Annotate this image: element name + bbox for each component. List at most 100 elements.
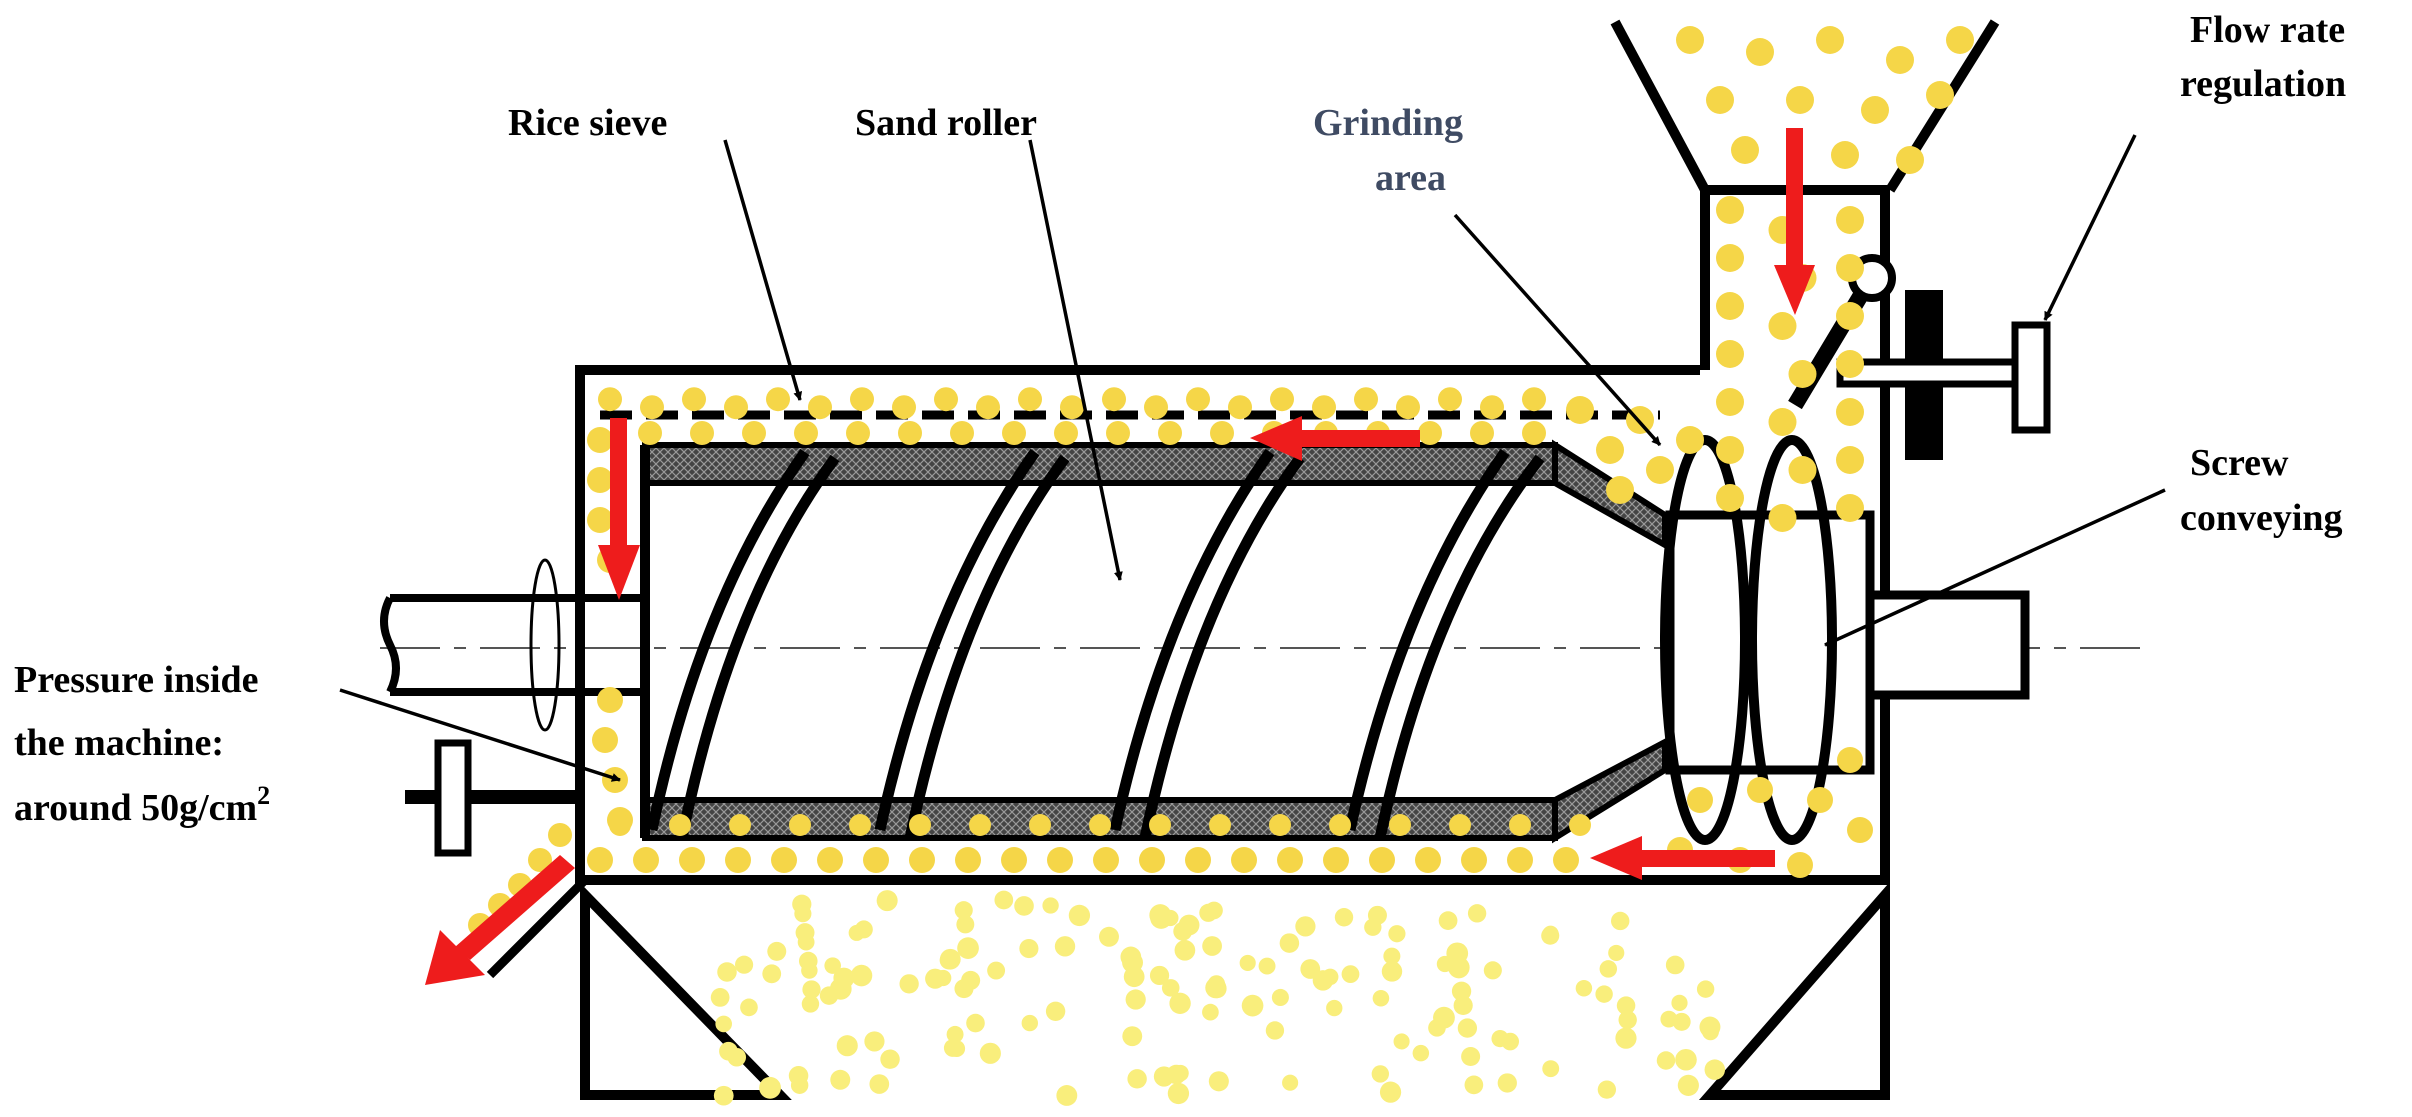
grain-particle bbox=[1896, 146, 1924, 174]
grain-particle bbox=[1149, 904, 1172, 927]
grain-particle bbox=[1381, 961, 1403, 982]
grain-particle bbox=[1483, 961, 1502, 980]
grain-particle bbox=[1127, 1069, 1147, 1089]
label-flow-rate-line1: Flow rate bbox=[2190, 9, 2345, 51]
grain-particle bbox=[1926, 81, 1954, 109]
grain-particle bbox=[1202, 936, 1222, 956]
grain-particle bbox=[1001, 847, 1027, 873]
grain-particle bbox=[819, 986, 839, 1005]
grain-particle bbox=[1208, 1071, 1229, 1092]
grain-particle bbox=[1282, 1074, 1299, 1091]
grain-particle bbox=[1507, 847, 1533, 873]
grain-particle bbox=[909, 847, 935, 873]
grain-particle bbox=[1836, 494, 1864, 522]
grain-particle bbox=[1542, 1060, 1560, 1078]
label-screw-line1: Screw bbox=[2190, 442, 2289, 484]
grain-particle bbox=[790, 1076, 809, 1094]
grain-particle bbox=[1656, 1051, 1676, 1070]
grain-particle bbox=[640, 395, 664, 420]
grain-particle bbox=[1169, 992, 1191, 1014]
grain-particle bbox=[1449, 814, 1471, 836]
grain-particle bbox=[969, 814, 991, 836]
label-pressure-line3: around 50g/cm2 bbox=[14, 781, 270, 829]
grain-particle bbox=[1836, 206, 1864, 234]
grain-particle bbox=[1616, 996, 1636, 1015]
grain-particle bbox=[987, 961, 1006, 980]
grain-particle bbox=[1702, 1023, 1719, 1041]
grain-particle bbox=[939, 951, 958, 970]
grain-particle bbox=[1389, 814, 1411, 836]
grain-particle bbox=[863, 847, 889, 873]
grain-particle bbox=[1021, 1014, 1038, 1032]
grain-particle bbox=[1018, 387, 1042, 412]
grain-particle bbox=[633, 847, 659, 873]
grain-particle bbox=[1209, 814, 1231, 836]
grain-particle bbox=[1415, 847, 1441, 873]
grain-particle bbox=[1207, 978, 1227, 999]
grain-particle bbox=[898, 421, 922, 445]
grain-particle bbox=[892, 395, 916, 420]
grain-particle bbox=[824, 957, 841, 974]
grain-particle bbox=[1946, 26, 1974, 54]
grain-particle bbox=[1321, 968, 1339, 986]
grain-particle bbox=[1172, 1064, 1189, 1082]
grain-particle bbox=[954, 901, 973, 920]
label-pressure-superscript: 2 bbox=[257, 781, 270, 810]
grain-particle bbox=[1186, 387, 1210, 412]
grain-particle bbox=[1467, 904, 1487, 923]
grain-particle bbox=[679, 847, 705, 873]
grain-particle bbox=[1173, 921, 1193, 941]
grain-particle bbox=[1618, 1010, 1637, 1030]
grain-particle bbox=[1436, 955, 1453, 973]
grain-particle bbox=[1144, 395, 1168, 420]
grain-particle bbox=[1676, 26, 1704, 54]
grain-particle bbox=[1239, 954, 1256, 972]
grain-particle bbox=[950, 421, 974, 445]
grain-particle bbox=[1566, 396, 1594, 424]
grain-particle bbox=[592, 727, 618, 753]
grain-particle bbox=[1768, 312, 1797, 340]
grain-particle bbox=[1768, 408, 1797, 436]
grain-particle bbox=[1847, 817, 1873, 843]
grain-particle bbox=[548, 823, 572, 847]
grain-particle bbox=[961, 970, 981, 990]
grain-particle bbox=[1372, 989, 1390, 1007]
grain-particle bbox=[1451, 981, 1472, 1001]
grain-particle bbox=[1393, 1033, 1410, 1050]
screw-conveyor bbox=[1660, 435, 2030, 845]
grain-particle bbox=[1269, 814, 1291, 836]
grain-particle bbox=[1596, 436, 1624, 464]
grain-particle bbox=[846, 421, 870, 445]
grain-particle bbox=[1122, 1026, 1143, 1047]
grain-particle bbox=[801, 995, 820, 1013]
grain-particle bbox=[1837, 747, 1863, 773]
grain-particle bbox=[1671, 994, 1688, 1011]
grain-particle bbox=[1279, 933, 1300, 953]
grain-particle bbox=[1323, 847, 1349, 873]
grain-particle bbox=[1677, 1074, 1699, 1096]
grain-particle bbox=[1125, 989, 1146, 1010]
grain-particle bbox=[740, 998, 758, 1017]
grain-particle bbox=[1448, 956, 1470, 979]
label-pressure-line1: Pressure inside bbox=[14, 659, 259, 701]
grain-particle bbox=[1329, 814, 1351, 836]
grain-particle bbox=[587, 507, 613, 533]
label-grinding-area-line1: Grinding bbox=[1313, 102, 1463, 144]
grain-particle bbox=[1396, 395, 1420, 420]
arrow-left-bottom bbox=[1590, 836, 1775, 880]
grain-particle bbox=[1716, 484, 1744, 512]
flow-rate-gate bbox=[1788, 254, 2051, 460]
grain-particle bbox=[830, 1069, 851, 1090]
grain-particle bbox=[587, 427, 613, 453]
grain-particle bbox=[966, 1013, 985, 1033]
grain-particle bbox=[766, 387, 790, 412]
grain-particle bbox=[1334, 908, 1354, 927]
grain-particle bbox=[1241, 994, 1264, 1017]
grain-particle bbox=[1807, 787, 1833, 813]
grain-particle bbox=[836, 1035, 858, 1057]
grain-particle bbox=[1438, 387, 1462, 412]
label-pressure-line2: the machine: bbox=[14, 722, 224, 764]
grain-particle bbox=[1418, 421, 1442, 445]
grain-particle bbox=[955, 847, 981, 873]
grain-particle bbox=[1161, 979, 1180, 997]
